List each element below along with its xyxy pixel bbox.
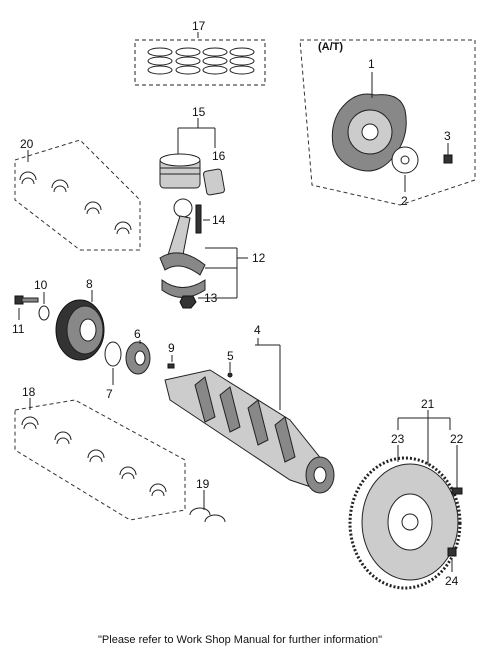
thrust-washers [189, 490, 226, 523]
footer-note: "Please refer to Work Shop Manual for fu… [98, 634, 382, 646]
callout-4: 4 [254, 323, 261, 337]
callout-5: 5 [227, 349, 234, 363]
bearing-set-lower [14, 398, 186, 521]
at-label: (A/T) [318, 41, 343, 53]
piston-assembly [159, 118, 225, 196]
callout-3: 3 [444, 129, 451, 143]
callout-13: 13 [204, 291, 218, 305]
callout-10: 10 [34, 278, 48, 292]
crank-pulley [14, 290, 105, 361]
callout-11: 11 [12, 322, 25, 336]
piston-ring-set [134, 32, 266, 86]
callout-2: 2 [401, 194, 408, 208]
crankshaft [164, 338, 335, 494]
callout-19: 19 [196, 477, 210, 491]
sprocket-set [104, 340, 151, 385]
callout-14: 14 [212, 213, 226, 227]
bearing-set-upper [14, 139, 141, 251]
callout-1: 1 [368, 57, 375, 71]
callout-17: 17 [192, 19, 206, 33]
at-flex-plate-group: (A/T) [299, 39, 476, 206]
callout-18: 18 [22, 385, 36, 399]
flywheel-assembly [348, 410, 463, 590]
callout-7: 7 [106, 387, 113, 401]
crank-key [167, 355, 233, 378]
callout-16: 16 [212, 149, 226, 163]
callout-9: 9 [168, 341, 175, 355]
callout-22: 22 [450, 432, 464, 446]
callout-24: 24 [445, 574, 459, 588]
callout-20: 20 [20, 137, 34, 151]
connecting-rod [159, 198, 248, 309]
callout-8: 8 [86, 277, 93, 291]
callout-12: 12 [252, 251, 266, 265]
callout-15: 15 [192, 105, 206, 119]
callout-21: 21 [421, 397, 435, 411]
callout-6: 6 [134, 327, 141, 341]
callout-23: 23 [391, 432, 405, 446]
